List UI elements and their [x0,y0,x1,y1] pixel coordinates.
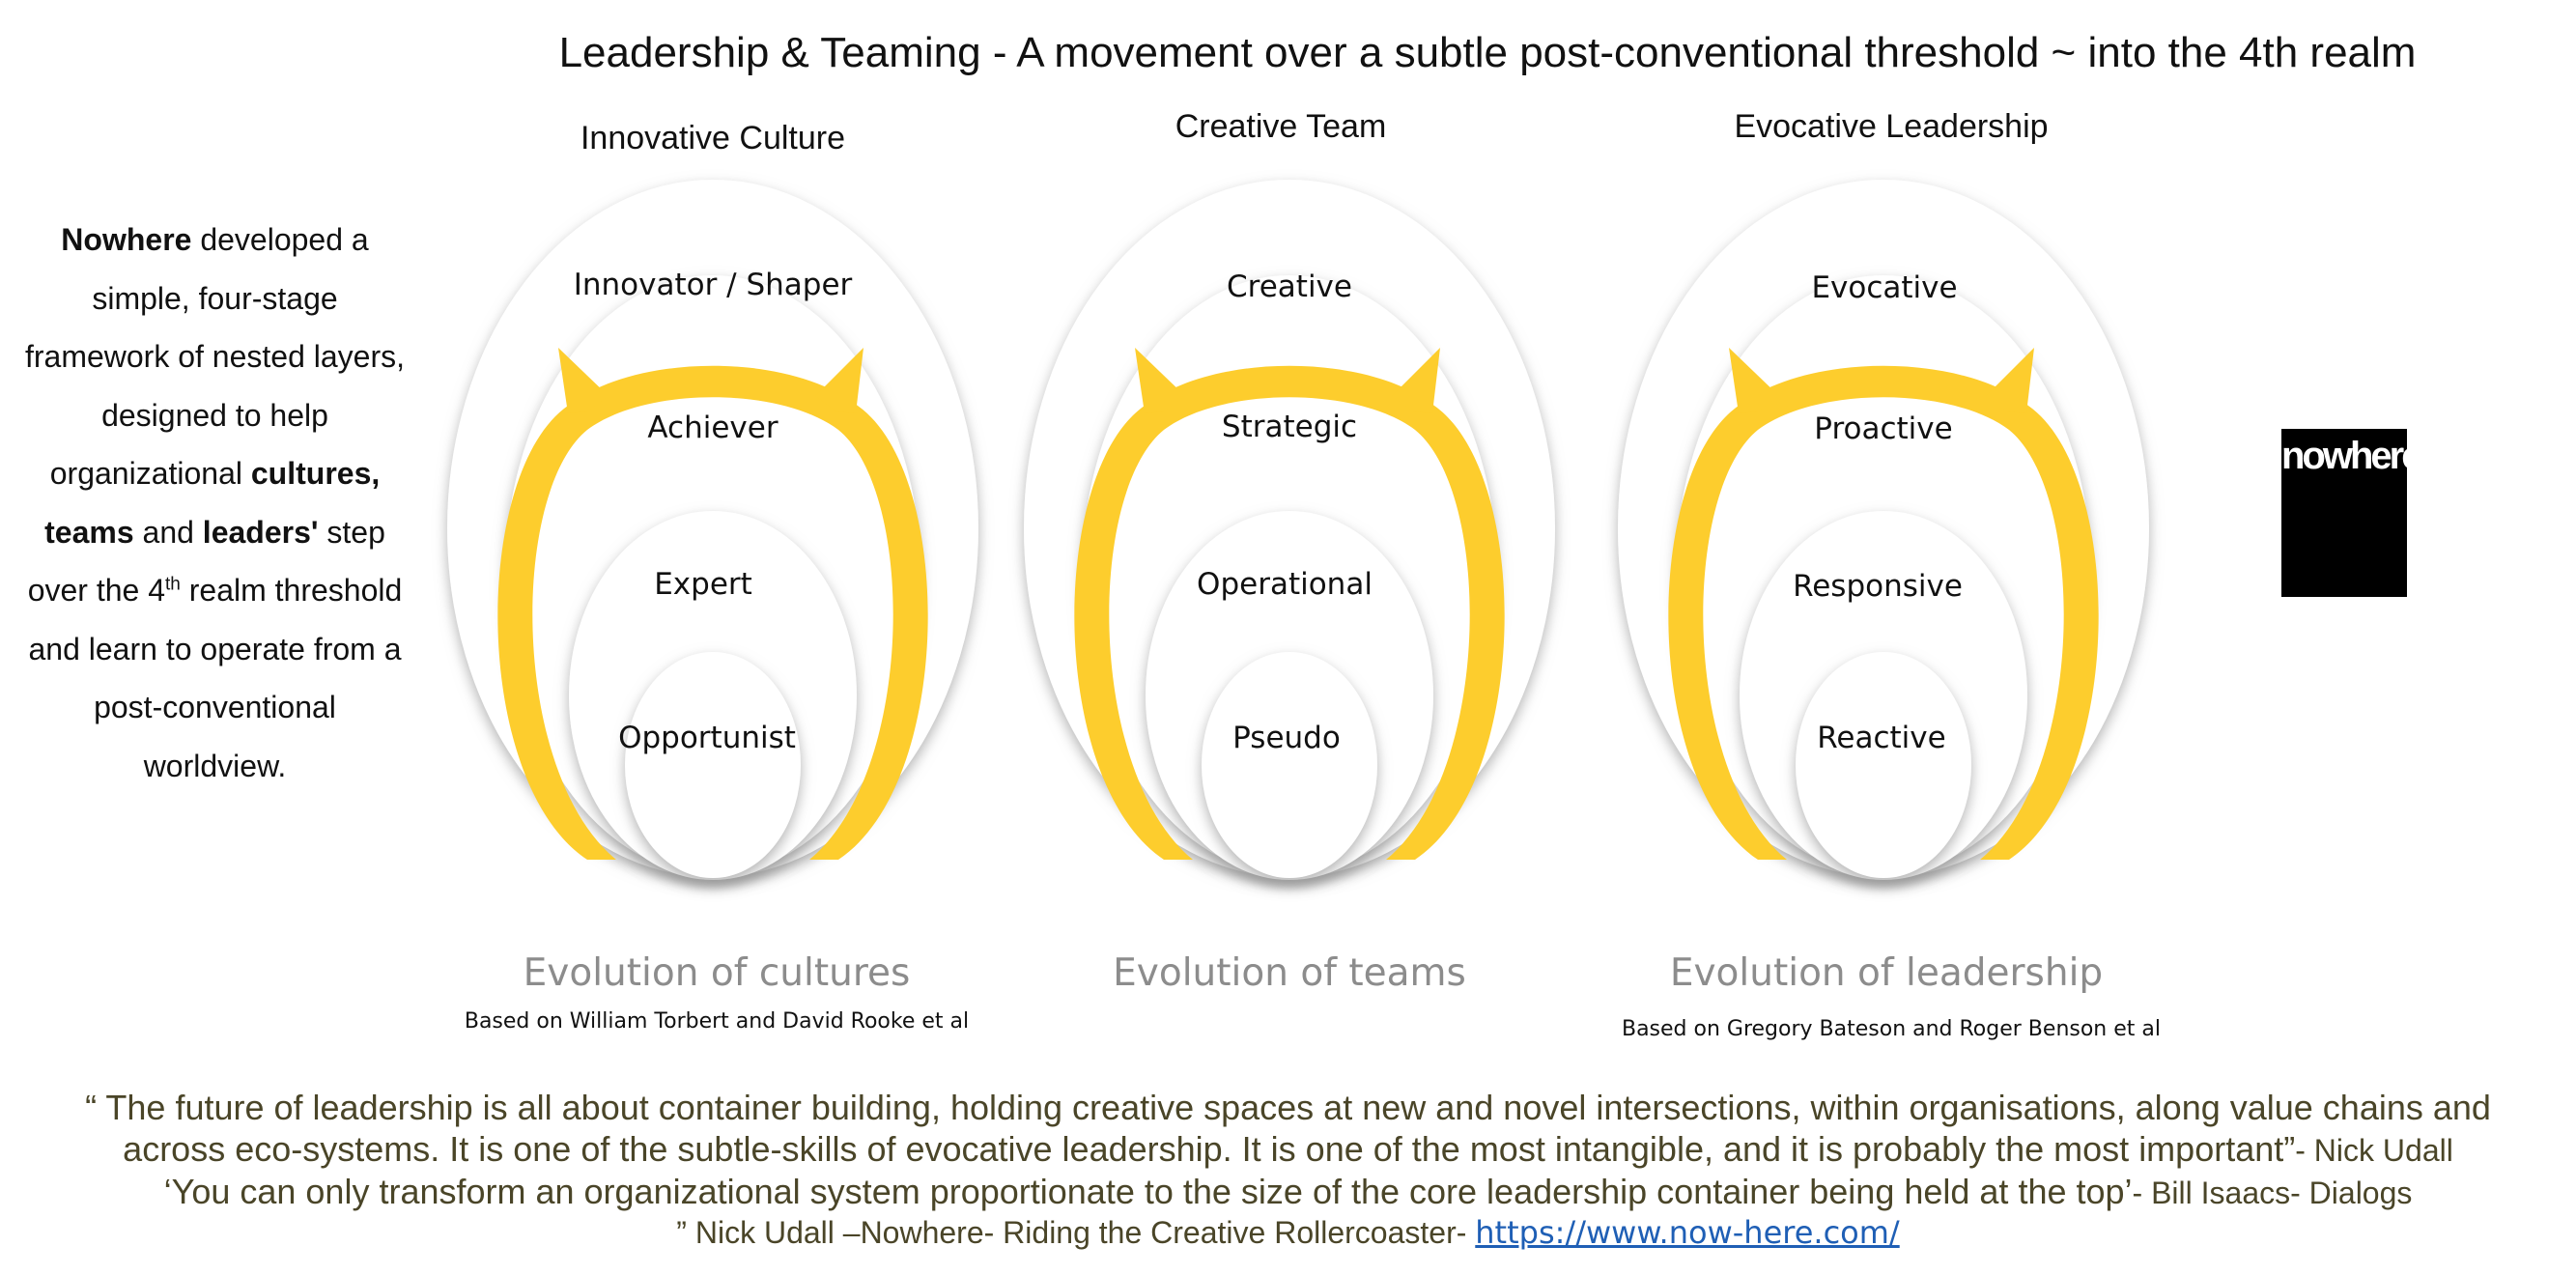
quote-line-4: ” Nick Udall –Nowhere- Riding the Creati… [0,1211,2576,1254]
level-3-label: Responsive [1793,569,1963,604]
level-1-label: Creative [1227,269,1352,304]
level-3-label: Expert [654,567,752,602]
arrow-head-left [1729,348,1779,413]
level-3-label: Operational [1197,567,1373,602]
arrow-head-right [1392,348,1440,413]
quote-attribution-isaacs: - Bill Isaacs- Dialogs [2132,1176,2413,1210]
intro-superscript: th [165,574,181,595]
arrow-head-right [1986,348,2034,413]
evolution-of-leadership: Evolution of leadership [1669,951,2104,995]
nested-layers-diagram-team [1024,180,1555,880]
level-2-label: Proactive [1814,411,1953,446]
intro-text-3: step over the 4 [27,514,385,609]
level-4-label: Pseudo [1232,721,1341,755]
heading-evocative-leadership: Evocative Leadership [1734,108,2049,145]
heading-creative-team: Creative Team [1175,108,1387,145]
nested-layers-diagram-leadership [1618,180,2149,880]
quote-line-1: “ The future of leadership is all about … [85,1088,2491,1127]
level-1-label: Evocative [1811,270,1958,305]
quote-line-2-text: across eco-systems. It is one of the sub… [123,1129,2296,1169]
based-on-culture: Based on William Torbert and David Rooke… [464,1009,970,1034]
nested-layers-diagram-culture [447,180,978,880]
evolution-of-teams: Evolution of teams [1113,951,1466,995]
quote-line-3: ‘You can only transform an organizationa… [0,1171,2576,1214]
quote-line-2: across eco-systems. It is one of the sub… [0,1128,2576,1172]
level-1-label: Innovator / Shaper [573,268,853,302]
ring-inner [1796,652,1971,878]
arrow-head-right [815,348,863,413]
intro-text-4: realm threshold and learn to operate fro… [28,573,403,783]
intro-text-2: and [133,514,203,550]
intro-bold-nowhere: Nowhere [61,222,192,257]
heading-innovative-culture: Innovative Culture [580,120,846,156]
intro-text-1: developed a simple, four-stage framework… [24,222,406,491]
ring-inner [625,652,801,878]
nowhere-logo: nowhere [2281,429,2407,597]
arrow-head-left [558,348,609,413]
level-2-label: Strategic [1221,410,1358,444]
intro-bold-cultures-teams: cultures, teams [44,456,381,550]
evolution-of-cultures: Evolution of cultures [523,951,911,995]
nowhere-website-link[interactable]: https://www.now-here.com/ [1475,1214,1900,1251]
quote-attribution-udall: - Nick Udall [2295,1133,2453,1168]
intro-bold-leaders: leaders' [202,514,319,550]
page-title: Leadership & Teaming - A movement over a… [558,29,2417,76]
arrow-head-left [1135,348,1185,413]
level-4-label: Opportunist [618,721,796,755]
quote-source: ” Nick Udall –Nowhere- Riding the Creati… [676,1215,1476,1250]
level-2-label: Achiever [647,411,778,445]
level-4-label: Reactive [1817,721,1946,755]
ring-inner [1202,652,1377,878]
intro-text: Nowhere developed a simple, four-stage f… [19,211,410,795]
quote-line-3-text: ‘You can only transform an organizationa… [163,1172,2133,1211]
based-on-leadership: Based on Gregory Bateson and Roger Benso… [1621,1017,2161,1041]
